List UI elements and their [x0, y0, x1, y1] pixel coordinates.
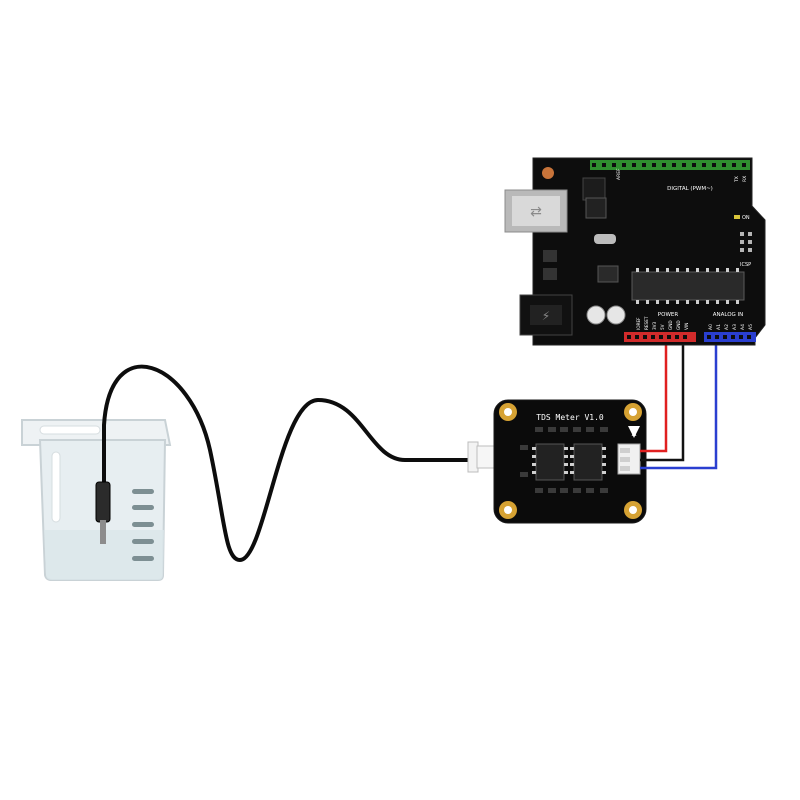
module-ic-left: [532, 443, 568, 481]
wire-vcc: [640, 338, 668, 453]
svg-text:⇄: ⇄: [530, 204, 542, 220]
usb-port: ⇄: [504, 189, 568, 233]
power-pin-label: 3V3: [652, 321, 657, 330]
beaker: [21, 419, 172, 581]
analog-pin-label: A2: [724, 324, 730, 330]
analog-pin-labels: A0 A1 A2 A3 A4 A5: [708, 324, 754, 330]
on-label: ON: [742, 215, 750, 221]
analog-pin-label: A5: [748, 324, 754, 330]
power-pin-label: VIN: [684, 323, 689, 330]
power-label: POWER: [658, 312, 679, 318]
beaker-graduations: [132, 489, 154, 561]
power-pin-label: GND: [668, 320, 673, 330]
probe-body: [95, 481, 111, 523]
analog-header: [704, 332, 756, 342]
probe-pin-label: A: [632, 430, 637, 438]
svg-text:⚡: ⚡: [542, 309, 550, 323]
power-pin-label: 5V: [660, 324, 665, 330]
tx-label: TX: [734, 176, 740, 183]
rx-label: RX: [742, 176, 748, 182]
power-pin-labels: IOREF RESET 3V3 5V GND GND VIN: [636, 316, 689, 330]
tds-module-title: TDS Meter V1.0: [536, 413, 604, 422]
reset-button: [542, 167, 554, 179]
analog-label: ANALOG IN: [713, 312, 744, 318]
wire-gnd: [640, 338, 685, 462]
tds-module: TDS Meter V1.0: [493, 399, 647, 524]
icsp-header: [740, 232, 752, 252]
analog-pin-label: A0: [708, 324, 714, 330]
wires: [640, 338, 718, 470]
module-ic-right: [570, 443, 606, 481]
tds-probe: [95, 364, 472, 563]
power-pin-label: RESET: [644, 316, 649, 330]
analog-pin-label: A3: [732, 324, 738, 330]
probe-cable: [102, 364, 472, 563]
mcu-chip: [631, 268, 745, 304]
power-header: [624, 332, 696, 342]
digital-headers: [590, 160, 750, 170]
module-output-connector: [617, 443, 641, 475]
digital-label: DIGITAL (PWM~): [667, 186, 713, 192]
wire-signal: [640, 338, 718, 470]
aref-label: AREF: [616, 168, 622, 180]
analog-pin-label: A1: [716, 324, 722, 330]
power-jack: ⚡: [519, 294, 573, 336]
arduino-board: ⇄ ⚡ DIGITAL (PWM~) AREF TX: [504, 157, 766, 346]
analog-pin-label: A4: [740, 324, 746, 330]
power-pin-label: IOREF: [636, 317, 641, 330]
icsp-label: ICSP: [740, 262, 751, 268]
mounting-holes: [499, 403, 642, 519]
power-pin-label: GND: [676, 320, 681, 330]
